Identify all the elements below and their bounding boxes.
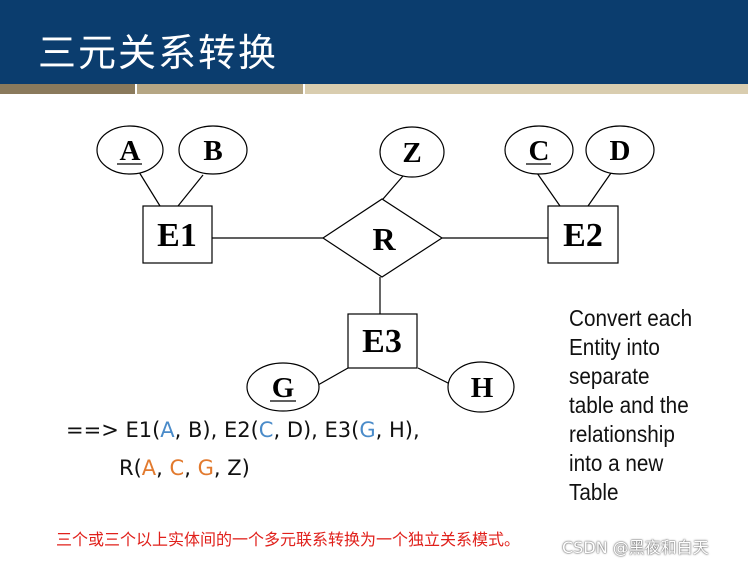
- attr-b-label: B: [203, 135, 222, 167]
- attr-z-label: Z: [402, 137, 421, 169]
- entity-e1-box: [142, 205, 213, 264]
- slide-title: 三元关系转换: [38, 31, 279, 75]
- formula-key: G: [359, 418, 376, 442]
- connector-lines: [138, 171, 612, 386]
- line-d-e2: [587, 172, 612, 207]
- entity-e1-label: E1: [157, 217, 197, 254]
- formula-text: ,: [156, 456, 170, 480]
- conversion-note: Convert each Entity into separate table …: [569, 304, 722, 507]
- attr-c-ellipse: [504, 125, 574, 175]
- formula-text: , B), E2(: [174, 418, 259, 442]
- relationship-r-diamond: [321, 198, 444, 278]
- attr-d-label: D: [610, 135, 631, 167]
- formula-text: ,: [184, 456, 198, 480]
- attr-g-label: G: [272, 372, 295, 404]
- attr-c-label: C: [529, 135, 550, 167]
- attr-z-ellipse: [379, 126, 445, 178]
- formula-text: , D), E3(: [273, 418, 360, 442]
- note-line: Entity into: [569, 334, 660, 360]
- entity-e3-label: E3: [362, 323, 402, 360]
- attr-a-ellipse: [96, 125, 164, 175]
- formula-text: R(: [119, 456, 142, 480]
- formula-text: , H),: [375, 418, 420, 442]
- formula-key: C: [258, 418, 274, 442]
- watermark: CSDN @黑夜和白天: [562, 538, 709, 557]
- entity-e3-box: [347, 313, 418, 369]
- formula-line-2: R(A, C, G, Z): [119, 456, 250, 480]
- stripe-gap: [303, 84, 305, 94]
- attr-g-ellipse: [246, 362, 320, 412]
- formula-key: A: [141, 456, 157, 480]
- attr-h-ellipse: [447, 361, 515, 413]
- formula-key: A: [160, 418, 175, 442]
- line-c-e2: [536, 172, 561, 207]
- header-stripe-3: [303, 84, 748, 94]
- line-b-e1: [177, 174, 204, 207]
- entity-e2-label: E2: [563, 217, 603, 254]
- attr-d-ellipse: [585, 125, 655, 175]
- entity-e2-box: [547, 205, 619, 264]
- note-line: Convert each: [569, 305, 693, 331]
- er-diagram: E1 E2 E3 R A B Z C D G H: [96, 125, 655, 413]
- formula-text: ==> E1(: [66, 418, 161, 442]
- header-stripe-2: [135, 84, 303, 94]
- note-line: separate: [569, 363, 650, 389]
- stripe-gap: [135, 84, 137, 94]
- formula-line-1: ==> E1(A, B), E2(C, D), E3(G, H),: [66, 418, 420, 442]
- note-line: Table: [569, 479, 619, 505]
- relationship-r-label: R: [372, 221, 396, 257]
- note-line: table and the: [569, 392, 689, 418]
- attr-b-ellipse: [178, 125, 248, 175]
- line-a-e1: [138, 171, 161, 207]
- line-g-e3: [317, 367, 349, 386]
- attr-a-label: A: [120, 135, 141, 167]
- formula-key: G: [197, 456, 214, 480]
- attr-h-label: H: [471, 372, 494, 404]
- note-line: relationship: [569, 421, 675, 447]
- slide-header: 三元关系转换: [0, 0, 748, 84]
- summary-text: 三个或三个以上实体间的一个多元联系转换为一个独立关系模式。: [56, 530, 521, 549]
- formula-text: , Z): [213, 456, 250, 480]
- header-stripe-1: [0, 84, 135, 94]
- note-line: into a new: [569, 450, 664, 476]
- line-h-e3: [417, 367, 453, 386]
- formula-key: C: [169, 456, 185, 480]
